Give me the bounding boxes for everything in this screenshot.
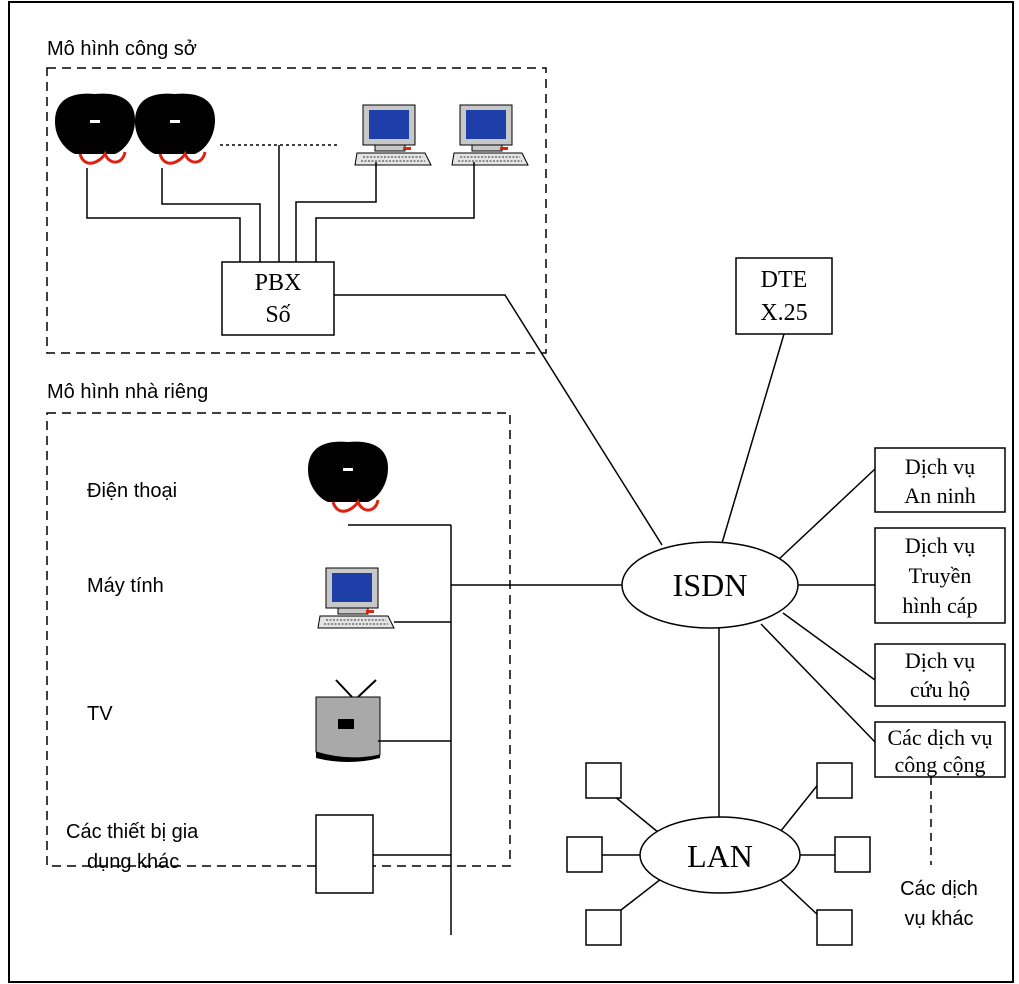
home-appliances-label-line1: Các thiết bị gia: [66, 821, 199, 843]
wire-isdn-rescue: [782, 612, 876, 681]
lan-node-e: [834, 836, 871, 873]
home-computer-label: Máy tính: [87, 575, 164, 597]
lan-node-ne: [816, 762, 853, 799]
home-computer-icon: [317, 567, 395, 629]
public-service-box: [874, 721, 1006, 778]
cable-tv-service-line1: Dịch vụ: [905, 533, 975, 558]
office-model-label: Mô hình công sở: [47, 38, 197, 60]
home-phone-icon: [306, 440, 390, 513]
wire-pbx-isdn: [334, 294, 663, 546]
lan-label: LAN: [687, 838, 753, 874]
home-tv-label: TV: [87, 703, 113, 725]
wire-phone2-pbx: [161, 168, 261, 262]
office-phone-2-icon: [133, 92, 217, 165]
wire-isdn-security: [777, 468, 876, 561]
lan-node-w: [566, 836, 603, 873]
security-service-line1: Dịch vụ: [905, 454, 975, 479]
home-model-region: [46, 412, 511, 867]
pbx-label-line1: PBX: [255, 270, 302, 296]
wire-pc2-pbx: [315, 162, 475, 262]
other-services-line1: Các dịch: [900, 878, 978, 900]
lan-node-sw: [585, 909, 622, 946]
other-services-line2: vụ khác: [905, 908, 974, 930]
home-phone-label: Điện thoại: [87, 480, 177, 502]
rescue-service-line2: cứu hộ: [910, 677, 970, 702]
dte-box: [735, 257, 833, 335]
dte-label-line1: DTE: [761, 267, 808, 293]
cable-tv-service-line3: hình cáp: [902, 593, 977, 618]
office-model-region: [46, 67, 547, 354]
lan-node: [639, 816, 801, 894]
office-phone-1-icon: [53, 92, 137, 165]
lan-node-se: [816, 909, 853, 946]
outer-frame: [8, 1, 1014, 983]
cable-tv-service-line2: Truyền: [909, 563, 972, 588]
cable-tv-service-box: [874, 527, 1006, 624]
pbx-label-line2: Số: [265, 302, 290, 328]
isdn-label: ISDN: [673, 567, 748, 603]
appliance-icon: [315, 814, 374, 894]
security-service-box: [874, 447, 1006, 513]
wire-phone1-pbx: [86, 168, 241, 262]
security-service-line2: An ninh: [904, 483, 976, 508]
public-service-line1: Các dịch vụ: [887, 725, 992, 750]
dte-label-line2: X.25: [760, 300, 807, 326]
home-appliances-label-line2: dụng khác: [87, 851, 179, 873]
wire-pc1-pbx: [295, 162, 377, 262]
isdn-node: [621, 541, 799, 629]
wire-dte-isdn: [721, 333, 785, 544]
rescue-service-line1: Dịch vụ: [905, 648, 975, 673]
office-computer-2-icon: [451, 104, 529, 166]
lan-node-nw: [585, 762, 622, 799]
tv-icon: [315, 679, 381, 762]
public-service-line2: công cộng: [894, 752, 985, 777]
office-computer-1-icon: [354, 104, 432, 166]
home-model-label: Mô hình nhà riêng: [47, 381, 208, 403]
rescue-service-box: [874, 643, 1006, 707]
pbx-box: [221, 261, 335, 336]
wire-isdn-public: [760, 623, 876, 743]
